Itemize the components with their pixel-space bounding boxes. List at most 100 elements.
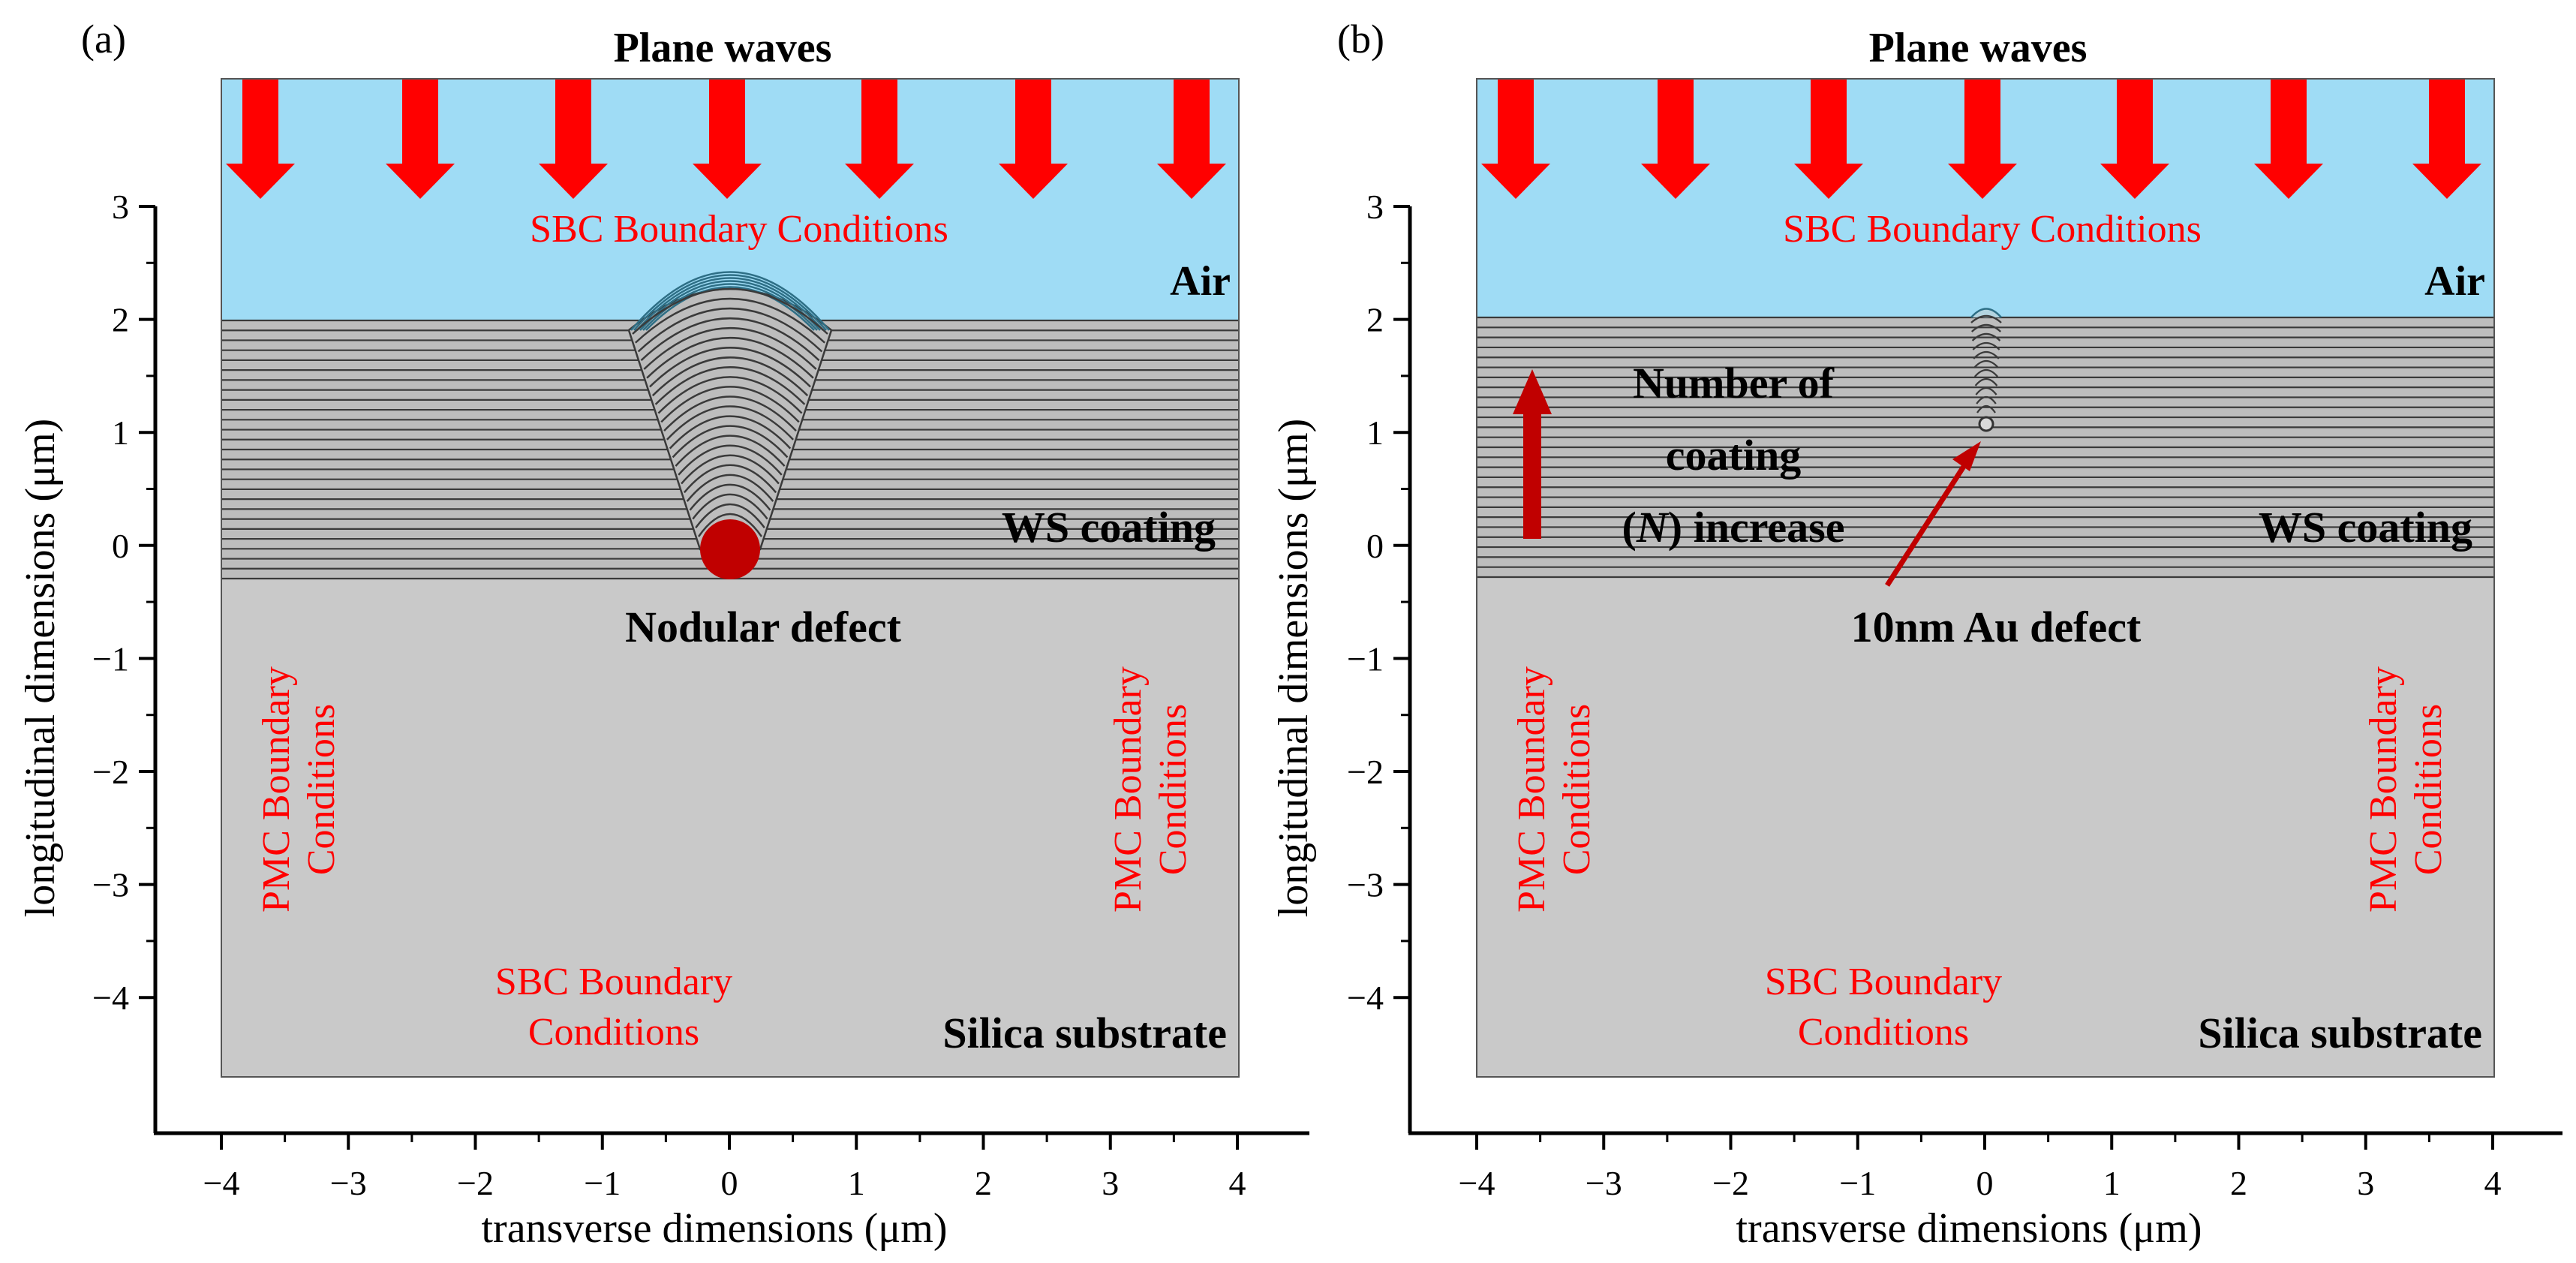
panel-tag: (b) [1337,17,1384,62]
pmc-right-line2: Conditions [1152,704,1195,875]
nodule-arc [686,474,774,502]
coating-increase-arrow [1513,369,1552,539]
au-defect-label: 10nm Au defect [1851,603,2142,651]
defect-pointer-arrow [1885,441,1981,587]
x-tick-label: 4 [2484,1164,2502,1202]
y-tick-label: −1 [92,639,129,678]
nodule-arc [632,287,828,335]
x-tick-label: 4 [1229,1164,1246,1202]
pmc-left-line1: PMC Boundary [255,666,298,913]
y-axis-label: longitudinal dimensions (μm) [17,419,64,918]
silica-substrate-label: Silica substrate [942,1009,1227,1057]
plane-wave-arrow [845,79,914,199]
plane-wave-arrows [1481,79,2481,199]
y-tick-label: 3 [1366,188,1384,226]
y-tick-label: 1 [112,413,129,452]
nodule-arc [697,513,763,537]
au-defect-arc [1972,341,2000,350]
x-tick-label: −4 [1459,1164,1495,1202]
y-tick-label: 0 [1366,527,1384,565]
pmc-right-line1: PMC Boundary [1107,666,1150,913]
y-tick-label: 2 [1366,301,1384,339]
plane-wave-arrows [226,79,1226,199]
nodule-arc [675,435,786,467]
increase-line1: Number of [1633,359,1835,407]
au-defect-arc [1971,323,2001,332]
x-tick-label: −4 [203,1164,240,1202]
y-tick-label: −4 [92,979,129,1017]
nodule-arc [649,347,811,388]
panel-b-plot-frame [1476,78,2495,1078]
nodular-defect-seed [700,519,760,579]
plane-wave-arrow [1157,79,1226,199]
nodule-arc [683,464,777,494]
nodule-arc [666,405,794,441]
pmc-left-line2: Conditions [1556,704,1598,875]
nodule-arc [689,483,771,511]
silica-substrate-label: Silica substrate [2198,1009,2482,1057]
nodule-arc [637,307,823,353]
au-defect-arc [1974,377,1998,386]
sbc-bottom-line1: SBC Boundary [495,961,732,1003]
nodule-arc [654,366,806,405]
plane-wave-arrow [386,79,455,199]
au-defect-bumps [1970,308,2002,413]
nodule-cap-arc [636,277,824,331]
x-tick-label: 2 [2230,1164,2247,1202]
x-tick-label: −2 [457,1164,494,1202]
x-tick-label: −1 [584,1164,621,1202]
x-tick-label: −3 [330,1164,367,1202]
y-tick-label: 2 [112,301,129,339]
pmc-left-label: PMC Boundary Conditions [255,666,343,913]
plane-wave-arrow [1641,79,1710,199]
y-tick-label: −2 [92,753,129,791]
plane-wave-arrow [539,79,608,199]
silica-substrate-region [1477,577,2494,1077]
pmc-left-line2: Conditions [300,704,343,875]
panel-tag: (a) [81,17,126,62]
x-axis-label: transverse dimensions (μm) [1736,1205,2202,1252]
air-label: Air [1170,258,1231,305]
au-defect-arc [1973,368,1999,377]
au-defect-arc [1970,314,2002,323]
x-tick-label: −1 [1839,1164,1876,1202]
au-defect-arc [1973,359,1999,368]
x-tick-label: 1 [2103,1164,2121,1202]
sbc-bottom-line2: Conditions [528,1011,699,1054]
pmc-right-line2: Conditions [2407,704,2450,875]
coating-increase-label: Number of coating (N) increase [1622,359,1845,552]
au-cap-arc [1970,308,2002,318]
au-defect-arc [1973,350,2000,359]
increase-n-symbol: N [1636,503,1670,552]
panel-b-plot [1477,79,2494,1077]
nodule-arc [651,356,809,397]
ws-coating-label: WS coating [1002,503,1216,552]
au-defect-arc [1975,386,1997,395]
nodule-arc [672,425,789,459]
au-defect-particle [1978,416,1994,432]
sbc-top-label: SBC Boundary Conditions [1783,208,2202,251]
pmc-right-label: PMC Boundary Conditions [1107,666,1195,913]
x-tick-label: 0 [721,1164,738,1202]
nodule-arc [692,493,768,520]
y-tick-label: −3 [92,866,129,904]
x-tick-label: 3 [2357,1164,2374,1202]
nodule-arc [640,317,820,362]
nodule-arc [657,376,803,414]
plane-wave-arrow [2100,79,2169,199]
nodule-arc [663,395,797,432]
pmc-left-line1: PMC Boundary [1510,666,1553,913]
plane-wave-arrow [2412,79,2481,199]
increase-line3: (N) increase [1622,503,1845,552]
x-tick-label: 2 [975,1164,992,1202]
nodule-arc [678,444,783,476]
y-tick-label: 0 [112,527,129,565]
sbc-top-label: SBC Boundary Conditions [530,208,948,251]
silica-substrate-region [221,579,1239,1077]
nodule-arc [695,503,765,528]
x-tick-label: 0 [1976,1164,1994,1202]
